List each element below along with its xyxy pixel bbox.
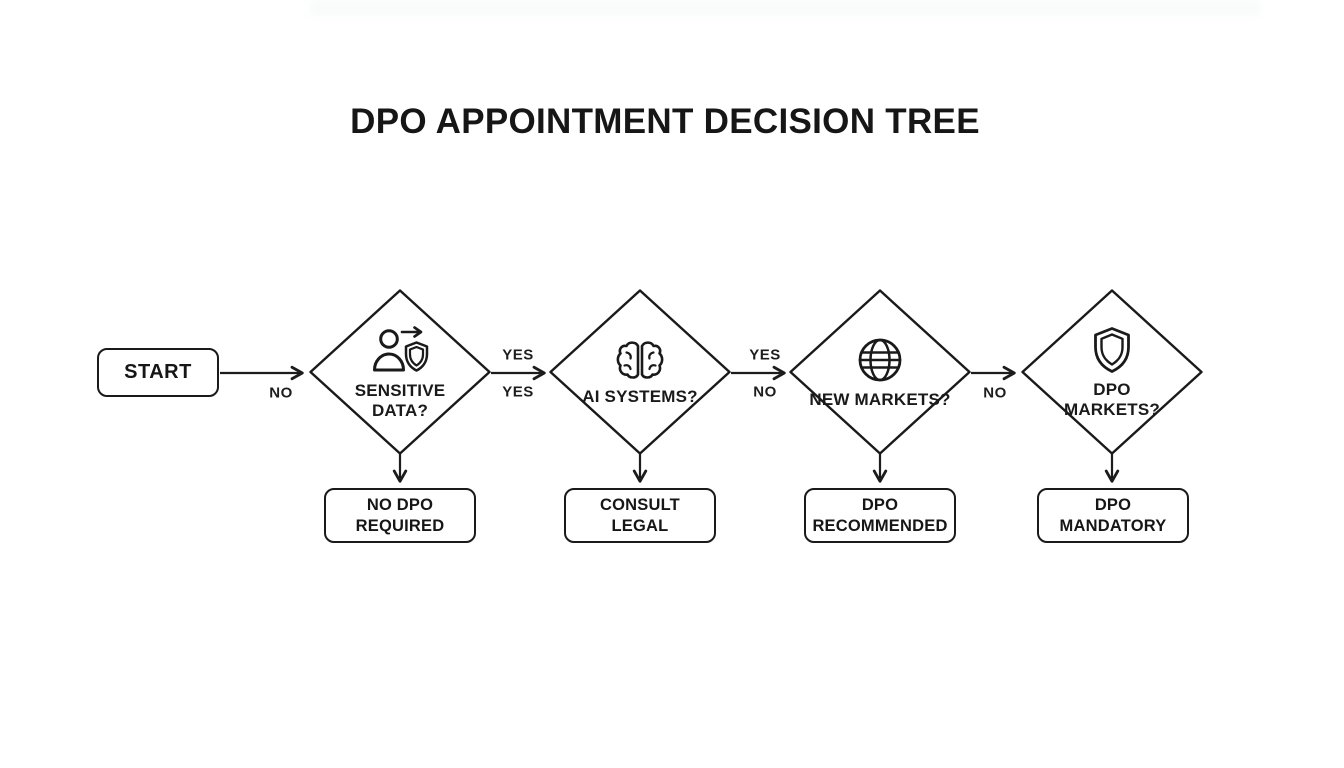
diamond-shape — [549, 289, 731, 455]
outcome-label-line: DPO — [1094, 495, 1132, 514]
person-data-shield-icon — [373, 325, 429, 372]
edge-label-no: NO — [753, 383, 777, 401]
decision-label: AI SYSTEMS? — [582, 387, 698, 407]
decision-node-ai-systems: AI SYSTEMS? — [548, 288, 732, 456]
edge-label-no: NO — [983, 384, 1007, 402]
outcome-label-line: CONSULT — [600, 495, 680, 514]
outcome-label-line: LEGAL — [611, 516, 669, 535]
page-title: DPO APPOINTMENT DECISION TREE — [350, 102, 980, 141]
shield-icon — [1094, 326, 1130, 373]
decision-label-line: NEW MARKETS? — [809, 389, 951, 409]
decision-label: DPO MARKETS? — [1064, 380, 1160, 421]
decision-label-line: DATA? — [371, 401, 429, 420]
edge-label-yes: YES — [502, 383, 534, 401]
outcome-node-consult-legal: CONSULT LEGAL — [564, 488, 716, 543]
outcome-label-line: REQUIRED — [355, 516, 445, 535]
outcome-node-dpo-recommended: DPO RECOMMENDED — [804, 488, 956, 543]
outcome-label-line: DPO — [861, 495, 899, 514]
outcome-node-dpo-mandatory: DPO MANDATORY — [1037, 488, 1189, 543]
decision-node-sensitive-data: SENSITIVE DATA? — [308, 288, 492, 456]
outcome-label-line: RECOMMENDED — [812, 516, 948, 535]
diamond-shape — [789, 289, 971, 455]
edge-label-no: NO — [269, 384, 293, 402]
decision-label: SENSITIVE DATA? — [355, 381, 446, 422]
outcome-node-no-dpo-required: NO DPO REQUIRED — [324, 488, 476, 543]
diamond-shape — [309, 289, 491, 455]
outcome-label-line: NO DPO — [366, 495, 434, 514]
top-edge-artifact — [310, 0, 1260, 16]
decision-label-line: SENSITIVE — [354, 380, 446, 400]
decision-label-line: AI SYSTEMS? — [582, 386, 698, 406]
start-node: START — [97, 348, 219, 397]
ai-brain-icon — [616, 341, 664, 379]
globe-icon — [858, 338, 902, 382]
decision-label-line: DPO — [1093, 379, 1131, 399]
edge-label-yes: YES — [749, 346, 781, 364]
decision-node-dpo-markets: DPO MARKETS? — [1020, 288, 1204, 456]
decision-label-line: MARKETS? — [1063, 400, 1161, 419]
decision-label: NEW MARKETS? — [809, 390, 950, 410]
edge-label-yes: YES — [502, 346, 534, 364]
start-node-label: START — [124, 361, 192, 383]
decision-node-new-markets: NEW MARKETS? — [788, 288, 972, 456]
outcome-label-line: MANDATORY — [1059, 516, 1167, 535]
